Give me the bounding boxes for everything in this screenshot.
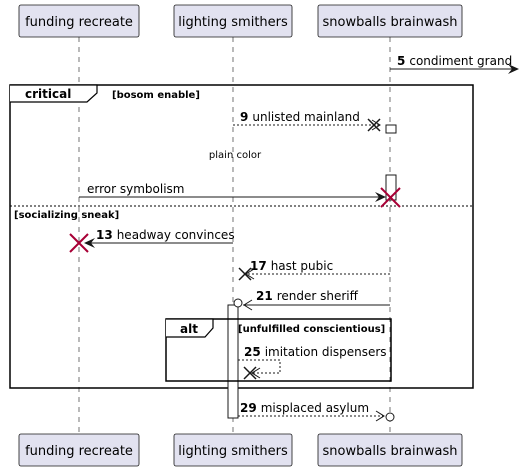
fragment-guard: [unfulfilled conscientious] bbox=[238, 324, 385, 335]
arrow-head-icon bbox=[84, 238, 95, 248]
participant-snowballs-brainwash-bottom[interactable]: snowballs brainwash bbox=[317, 433, 463, 467]
participant-label: snowballs brainwash bbox=[323, 15, 458, 30]
arrow-head-icon bbox=[375, 410, 385, 422]
fragment-critical: critical [bosom enable] [socializing sne… bbox=[9, 84, 474, 389]
participant-lighting-smithers-bottom[interactable]: lighting smithers bbox=[173, 433, 293, 467]
fragment-tab bbox=[166, 318, 214, 338]
destroy-icon bbox=[367, 118, 381, 132]
circle-endpoint-icon bbox=[233, 298, 243, 308]
participant-label: snowballs brainwash bbox=[323, 444, 458, 459]
fragment-keyword: critical bbox=[25, 87, 71, 101]
activation-bar bbox=[385, 124, 397, 134]
activation-bar bbox=[385, 174, 397, 201]
destroy-icon bbox=[380, 187, 401, 208]
arrow-head-icon bbox=[243, 299, 253, 311]
fragment-alt: alt [unfulfilled conscientious] bbox=[165, 318, 392, 382]
participant-label: lighting smithers bbox=[178, 15, 288, 30]
circle-endpoint-icon bbox=[385, 412, 395, 422]
fragment-guard: [bosom enable] bbox=[112, 90, 200, 101]
arrow-head-icon bbox=[508, 64, 519, 74]
destroy-icon bbox=[69, 233, 89, 253]
arrow-head-icon bbox=[375, 192, 386, 202]
fragment-keyword: alt bbox=[180, 322, 198, 336]
participant-label: funding recreate bbox=[25, 15, 133, 30]
participant-funding-recreate-top[interactable]: funding recreate bbox=[18, 4, 140, 38]
message-error-symbolism[interactable]: error symbolism bbox=[79, 182, 401, 208]
message-label: error symbolism bbox=[87, 182, 184, 196]
arrow-head-icon bbox=[371, 119, 381, 131]
participant-lighting-smithers-top[interactable]: lighting smithers bbox=[173, 4, 293, 38]
fragment-else-guard: [socializing sneak] bbox=[14, 210, 119, 221]
destroy-icon bbox=[243, 366, 257, 380]
fragment-tab bbox=[10, 84, 98, 103]
destroy-icon bbox=[238, 267, 252, 281]
participant-funding-recreate-bottom[interactable]: funding recreate bbox=[18, 433, 140, 467]
participant-label: lighting smithers bbox=[178, 444, 288, 459]
participant-label: funding recreate bbox=[25, 444, 133, 459]
note-text: plain color bbox=[209, 150, 262, 161]
activation-bar bbox=[227, 304, 239, 419]
arrow-head-icon bbox=[251, 367, 261, 379]
participant-snowballs-brainwash-top[interactable]: snowballs brainwash bbox=[317, 4, 463, 38]
